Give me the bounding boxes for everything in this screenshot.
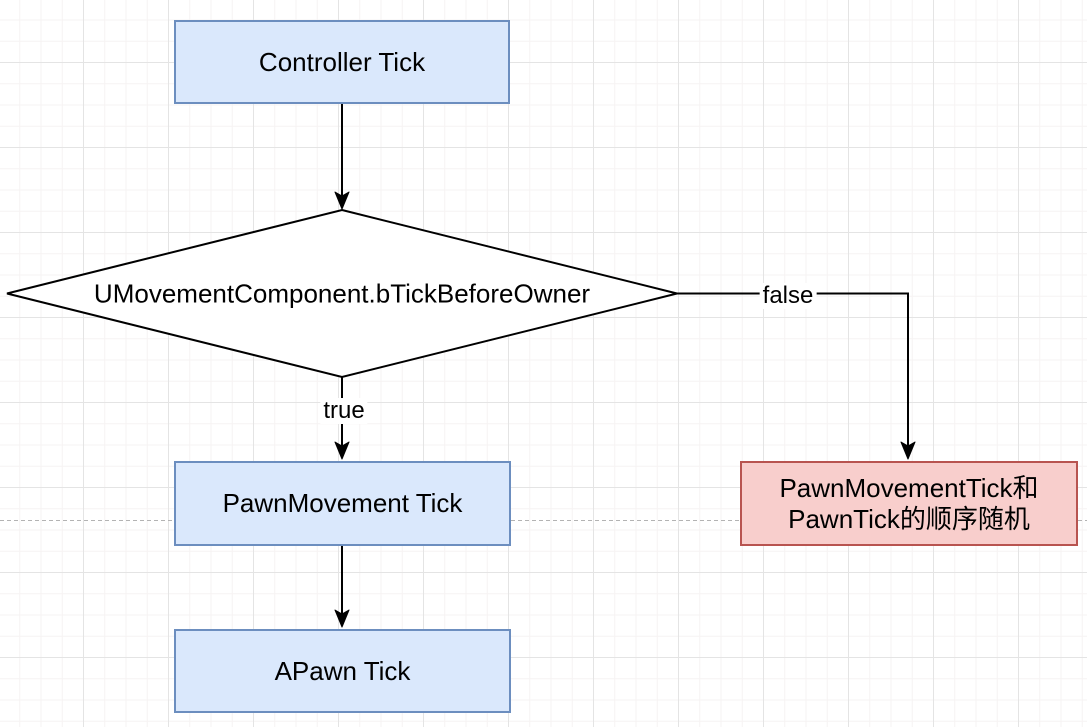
arrowhead-down-icon: [900, 441, 916, 460]
node-controller-tick[interactable]: Controller Tick: [174, 20, 510, 104]
edge-false-branch[interactable]: [677, 292, 916, 460]
arrowhead-down-icon: [334, 441, 350, 460]
node-label: PawnMovement Tick: [222, 488, 463, 518]
node-label-line1: PawnMovementTick和: [779, 472, 1039, 503]
node-label: Controller Tick: [258, 46, 426, 77]
node-label-line2: PawnTick的顺序随机: [788, 503, 1030, 534]
node-random-order[interactable]: PawnMovementTick和 PawnTick的顺序随机: [740, 461, 1078, 546]
edge-pawnmovement-to-apawn[interactable]: [334, 546, 350, 628]
arrowhead-down-icon: [334, 191, 350, 210]
node-apawn-tick[interactable]: APawn Tick: [174, 629, 511, 713]
edge-controller-to-decision[interactable]: [334, 104, 350, 210]
node-pawnmovement-tick[interactable]: PawnMovement Tick: [174, 461, 511, 546]
edge-label-true[interactable]: true: [320, 398, 368, 424]
node-label: APawn Tick: [274, 655, 411, 686]
edge-label-false[interactable]: false: [759, 283, 817, 309]
decision-label: UMovementComponent.bTickBeforeOwner: [93, 278, 591, 309]
arrowhead-down-icon: [334, 609, 350, 628]
decision-diamond[interactable]: [6, 208, 678, 379]
